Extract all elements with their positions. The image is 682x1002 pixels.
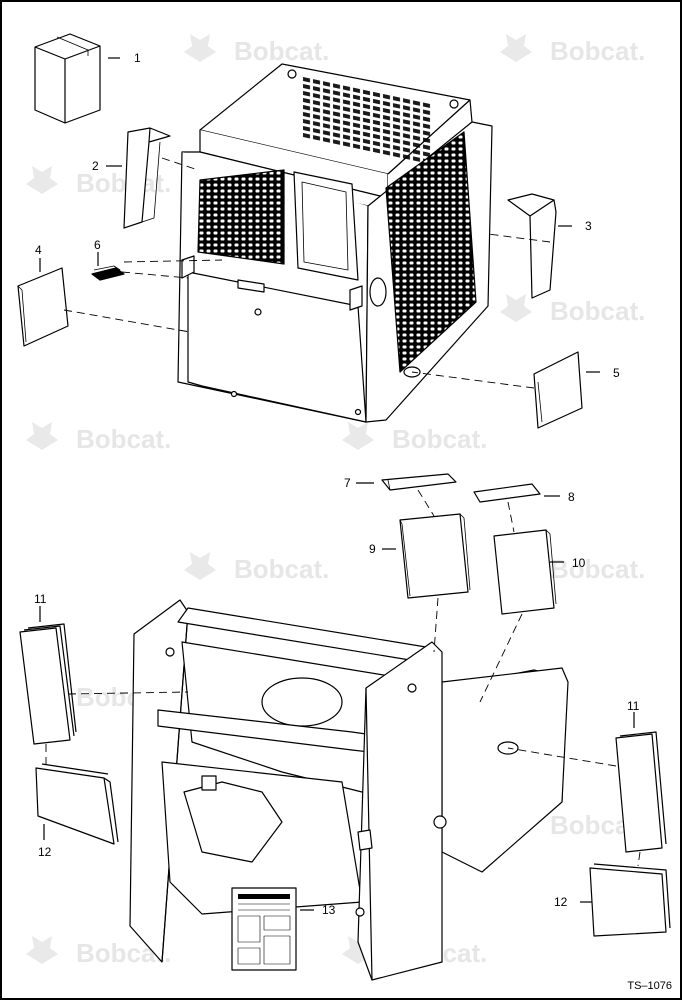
callout-part-2: 2 (92, 159, 99, 173)
part-13-decal (231, 887, 297, 971)
part-9-pad (399, 513, 471, 599)
watermark-logo: Bobcat. (76, 168, 172, 198)
callout-part-13: 13 (322, 903, 336, 917)
watermark-logo: Bobcat. (234, 36, 330, 66)
part-12-pad-right (589, 863, 671, 937)
part-11-pad-right (615, 731, 667, 853)
callout-part-1: 1 (134, 51, 141, 65)
part-7-pad (381, 473, 457, 491)
part-10-pad (493, 529, 557, 615)
drawing-number: TS–1076 (627, 980, 672, 992)
part-8-pad (473, 483, 541, 503)
callout-part-10: 10 (572, 556, 586, 570)
operator-cab (177, 63, 493, 423)
callout-part-6: 6 (94, 238, 101, 252)
part-12-pad-left (35, 763, 119, 845)
assembly-leader-lines (45, 157, 641, 867)
part-3-pad (507, 193, 557, 299)
part-5-pad (533, 351, 583, 429)
callout-part-9: 9 (369, 542, 376, 556)
callout-leaders (39, 57, 635, 911)
callout-part-7: 7 (344, 476, 351, 490)
part-2-pad (123, 127, 171, 229)
watermark-logo: Bobcat. (550, 36, 646, 66)
callout-part-8: 8 (568, 490, 575, 504)
watermark-logo: Bobcat. (550, 554, 646, 584)
callout-part-12-right: 12 (554, 895, 568, 909)
callout-part-11-left: 11 (34, 592, 47, 606)
part-6-pad (91, 265, 125, 281)
part-11-pad-left (19, 623, 77, 745)
callout-part-3: 3 (585, 219, 592, 233)
watermark-logo: Bobcat. (234, 554, 330, 584)
callout-part-5: 5 (613, 366, 620, 380)
callout-part-4: 4 (35, 243, 42, 257)
watermark-logo: Bobcat. (392, 424, 488, 454)
callout-part-12-left: 12 (38, 845, 52, 859)
part-1-box (34, 33, 101, 124)
watermark-logo: Bobcat. (550, 296, 646, 326)
callout-part-11-right: 11 (627, 699, 640, 713)
watermark-logo: Bobcat. (76, 424, 172, 454)
part-4-pad (17, 267, 69, 347)
loader-frame (129, 599, 569, 981)
